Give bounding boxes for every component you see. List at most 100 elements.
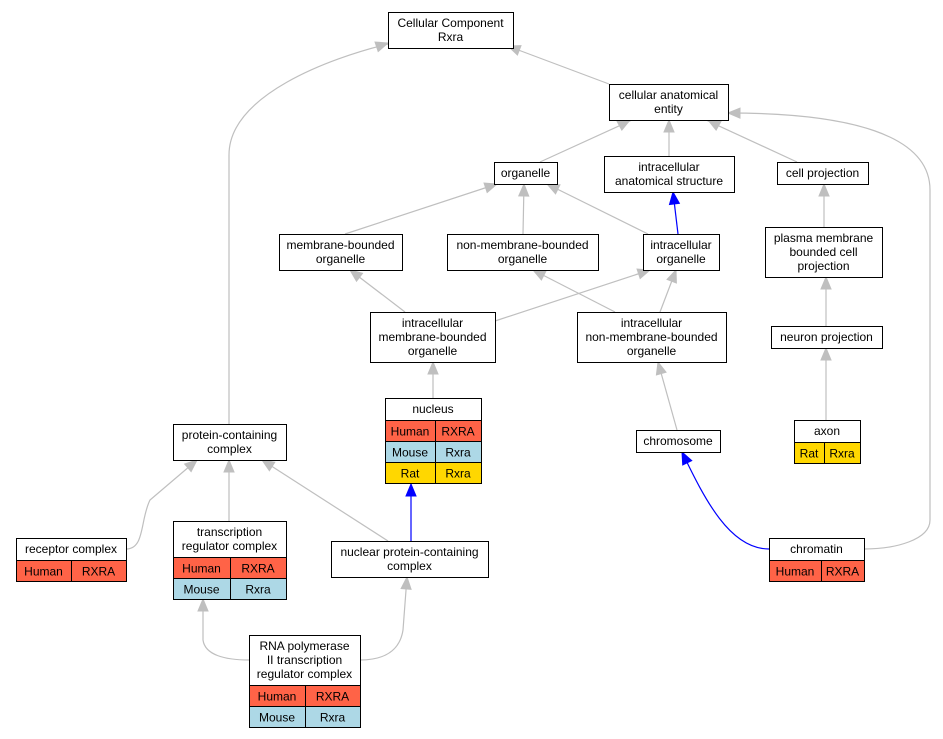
node-label: regulator complex xyxy=(182,539,277,553)
node-label: anatomical structure xyxy=(615,174,723,188)
gene-cell xyxy=(824,442,861,464)
node-label: non-membrane-bounded xyxy=(585,330,717,344)
arrowhead xyxy=(260,459,276,472)
edge-trc-to-pcc xyxy=(223,458,235,521)
edge-chromatin-to-chromosome xyxy=(681,450,770,550)
arrowhead xyxy=(483,182,499,194)
node-organelle[interactable]: organelle xyxy=(494,162,558,185)
edge-rnapol-to-npcc xyxy=(359,575,412,661)
arrowhead xyxy=(427,360,439,375)
gene-label: Rxra xyxy=(445,446,471,460)
edge-line xyxy=(539,119,633,163)
edge-nmbo-to-organelle xyxy=(518,182,530,235)
node-label: plasma membrane xyxy=(774,231,874,245)
edge-axon-to-neuronproj xyxy=(820,346,832,420)
species-row-human: Human RXRA xyxy=(16,560,127,582)
edge-cellproj-to-cae xyxy=(705,119,798,163)
node-label: nuclear protein-containing xyxy=(340,545,478,559)
node-box xyxy=(636,430,721,453)
species-label: Mouse xyxy=(259,711,295,725)
node-label: projection xyxy=(797,259,849,273)
edge-chromatin-to-cae xyxy=(726,107,931,550)
node-box xyxy=(370,312,496,363)
node-box xyxy=(494,162,558,185)
node-label: organelle xyxy=(627,344,677,358)
species-label: Human xyxy=(182,562,221,576)
arrowhead xyxy=(706,119,722,132)
edge-nucleus-to-imbo xyxy=(427,360,439,398)
node-label: organelle xyxy=(316,252,366,266)
node-inmbo[interactable]: intracellularnon-membrane-boundedorganel… xyxy=(577,312,727,363)
node-chromosome[interactable]: chromosome xyxy=(636,430,721,453)
node-label: cellular anatomical xyxy=(619,88,718,102)
node-label: RNA polymerase xyxy=(259,639,349,653)
arrowhead xyxy=(726,107,741,119)
arrowhead xyxy=(518,182,530,197)
edge-inmbo-to-io xyxy=(659,268,677,313)
edge-line xyxy=(359,576,408,661)
arrowhead xyxy=(223,458,235,473)
gene-label: Rxra xyxy=(445,467,471,481)
arrowhead xyxy=(655,360,667,376)
edge-line xyxy=(228,43,389,424)
gene-cell xyxy=(230,578,287,600)
gene-label: RXRA xyxy=(826,565,859,579)
edge-receptor-to-pcc xyxy=(125,459,198,550)
edge-line xyxy=(727,112,931,550)
node-label: membrane-bounded xyxy=(378,330,486,344)
arrowhead xyxy=(183,459,198,473)
node-box xyxy=(388,12,514,49)
edge-npcc-to-nucleus xyxy=(405,482,417,541)
edge-pcc-to-cc_rxra xyxy=(228,41,390,424)
arrowhead xyxy=(663,118,675,133)
node-label: organelle xyxy=(408,344,458,358)
node-box xyxy=(331,541,489,578)
arrowhead xyxy=(818,182,830,197)
edge-mbo-to-organelle xyxy=(344,182,499,235)
node-label: protein-containing xyxy=(182,428,277,442)
gene-label: Rxra xyxy=(320,711,346,725)
edge-line xyxy=(261,459,389,542)
edge-line xyxy=(705,119,798,163)
edge-line xyxy=(532,269,616,313)
edge-line xyxy=(494,269,651,322)
gene-label: Rxra xyxy=(829,447,855,461)
edge-imbo-to-io xyxy=(494,268,652,322)
node-label: non-membrane-bounded xyxy=(456,238,588,252)
species-label: Human xyxy=(776,565,815,579)
node-label: neuron projection xyxy=(780,330,873,344)
species-label: Rat xyxy=(401,467,420,481)
node-label: complex xyxy=(387,559,432,573)
node-cellproj[interactable]: cell projection xyxy=(777,162,869,185)
edge-rnapol-to-trc xyxy=(197,597,250,661)
species-label: Human xyxy=(24,565,63,579)
gene-label: RXRA xyxy=(82,565,115,579)
node-neuronproj[interactable]: neuron projection xyxy=(771,326,883,349)
edge-io-to-ias xyxy=(668,190,681,235)
gene-cell xyxy=(435,462,482,484)
edge-ias-to-cae xyxy=(663,118,675,156)
node-label: intracellular xyxy=(650,238,711,252)
edge-npcc-to-pcc xyxy=(260,459,389,542)
edge-line xyxy=(125,459,198,550)
